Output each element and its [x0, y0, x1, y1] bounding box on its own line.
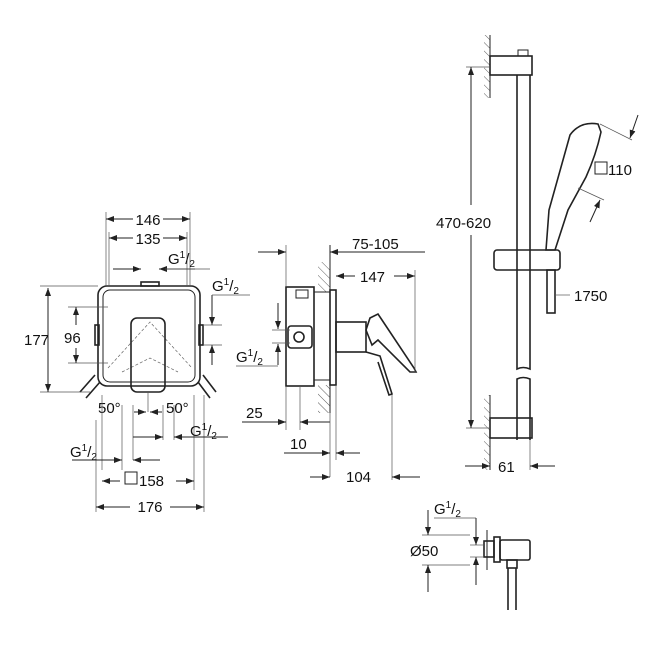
thread-letter: G — [212, 278, 224, 295]
elbow-hose — [507, 568, 517, 610]
dim-cover-plate: 158 — [139, 473, 164, 490]
wall-hatching — [318, 262, 330, 292]
extension-line — [577, 187, 605, 201]
connection-port — [293, 331, 305, 343]
swing-guide-outer — [107, 321, 193, 369]
box-frame — [313, 291, 331, 381]
bottom-bracket — [489, 417, 533, 439]
top-bracket — [489, 55, 533, 76]
dim-head-size: 110 — [608, 162, 632, 179]
dimension-arrow — [589, 199, 601, 223]
right-inlet — [198, 324, 204, 346]
dim-width-outer: 146 — [135, 212, 160, 229]
dim-bracket-spacing: 470-620 — [436, 215, 491, 232]
dim-hose-length: 1750 — [574, 288, 607, 305]
wall-elbow-view: G1/2 Ø50 — [410, 500, 531, 610]
angle-marker-right — [197, 374, 217, 399]
thread-letter: G — [70, 444, 82, 461]
thread-denominator: 2 — [211, 431, 217, 442]
dim-diameter: Ø50 — [410, 543, 438, 560]
wall-hatching — [484, 35, 490, 98]
thread-numerator: 1 — [82, 443, 88, 454]
elbow-thread — [483, 540, 495, 558]
top-inlet — [140, 281, 160, 287]
thread-numerator: 1 — [202, 422, 208, 433]
side-view: 75-105 147 G1/2 25 10 104 — [236, 236, 425, 486]
thread-letter: G — [168, 251, 180, 268]
dim-box-offset: 25 — [246, 405, 263, 422]
dim-wall-offset: 61 — [498, 459, 515, 476]
thread-denominator: 2 — [233, 286, 239, 297]
dimension-arrow — [629, 114, 639, 139]
rail-cap — [517, 49, 529, 57]
box-clip — [295, 289, 309, 299]
elbow-rosette — [493, 536, 501, 563]
wall-hatching — [318, 385, 330, 413]
dim-overall-width: 176 — [137, 499, 162, 516]
thread-denominator: 2 — [455, 509, 461, 520]
rail-bottom — [516, 376, 531, 440]
side-lever — [365, 312, 418, 397]
thread-numerator: 1 — [248, 348, 254, 359]
dim-lever-projection: 104 — [346, 469, 371, 486]
dim-height-inner: 96 — [64, 330, 81, 347]
front-view: 146 135 G1/2 177 96 G1/2 50° 50° — [24, 212, 250, 516]
thread-label-top: G1/2 — [168, 250, 195, 270]
mixer-body — [335, 321, 367, 353]
wall-hatching — [484, 395, 490, 470]
thread-letter: G — [434, 501, 446, 518]
elbow-body — [499, 539, 531, 561]
box-inner — [102, 289, 196, 383]
lever-handle — [130, 317, 166, 393]
thread-numerator: 1 — [446, 500, 452, 511]
thread-denominator: 2 — [91, 452, 97, 463]
thread-label-side: G1/2 — [236, 348, 263, 368]
thread-letter: G — [190, 423, 202, 440]
thread-numerator: 1 — [180, 250, 186, 261]
left-inlet — [94, 324, 100, 346]
hose-nut — [506, 559, 518, 569]
thread-letter: G — [236, 349, 248, 366]
thread-numerator: 1 — [224, 277, 230, 288]
dim-wall-depth: 75-105 — [352, 236, 399, 253]
extension-line — [599, 123, 633, 141]
box-outer — [97, 285, 201, 387]
dim-plate-thickness: 10 — [290, 436, 307, 453]
cover-plate — [329, 289, 337, 386]
square-symbol-icon — [124, 471, 138, 485]
thread-label-bottom-left: G1/2 — [70, 443, 97, 463]
thread-label-bottom-right: G1/2 — [190, 422, 217, 442]
thread-denominator: 2 — [257, 357, 263, 368]
mounting-box — [285, 286, 315, 387]
dim-projection: 147 — [360, 269, 385, 286]
dim-height-total: 177 — [24, 332, 49, 349]
thread-label-right: G1/2 — [212, 277, 239, 297]
dim-width-inner: 135 — [135, 231, 160, 248]
angle-label-left: 50° — [98, 400, 121, 417]
shower-rail-view: 470-620 110 1750 61 — [436, 35, 639, 476]
angle-marker-left — [79, 374, 101, 399]
connection-fitting — [287, 325, 313, 349]
hose — [546, 269, 556, 314]
square-symbol-icon — [594, 161, 608, 175]
rail-top — [516, 75, 531, 371]
hand-shower — [545, 122, 602, 251]
angle-label-right: 50° — [166, 400, 189, 417]
thread-label-elbow: G1/2 — [434, 500, 461, 520]
slider — [493, 249, 561, 271]
thread-denominator: 2 — [189, 259, 195, 270]
